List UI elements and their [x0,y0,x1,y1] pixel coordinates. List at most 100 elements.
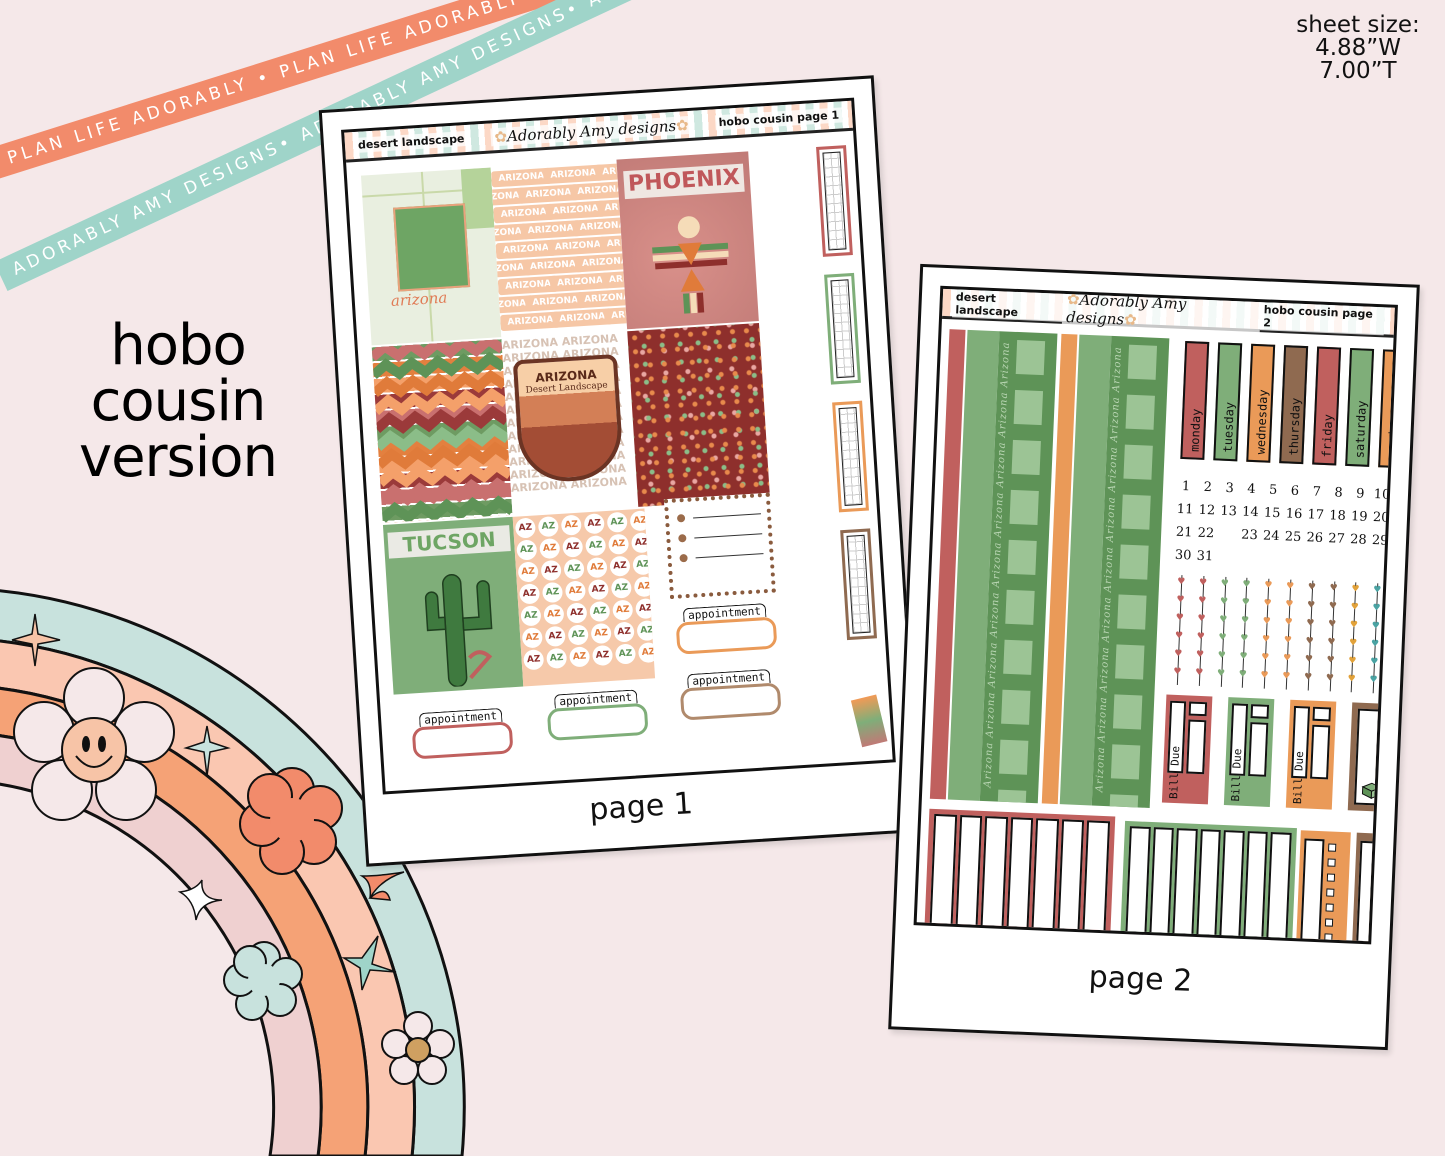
az-badge: AZ [630,532,653,554]
weekday-label: Su [1268,942,1285,945]
arizona-shield-badge: ARIZONA Desert Landscape [512,353,625,485]
date-number: 25 [1284,529,1302,546]
smiley-flower-icon [13,667,175,821]
heart-flag-column: ♥♥♥♥♥♥ [1173,575,1194,686]
day-tab-friday: friday [1312,346,1342,466]
heart-icon: ♥ [1173,648,1183,660]
appointment-box [546,702,649,742]
weekly-box: W [980,816,1008,939]
az-badge: AZ [523,649,545,671]
heart-icon: ♥ [1348,638,1358,649]
flower-icon: ✿ [675,115,690,135]
tucson-title: TUCSON [387,525,511,559]
bill-due-sticker: Bill Due [1285,699,1337,810]
date-number: 23 [1240,527,1259,544]
weekday-label: F [1033,931,1042,937]
appointment-box [411,721,514,760]
weekday-label: W [1174,941,1183,945]
date-number: 15 [1263,505,1281,522]
heart-icon: ♥ [1197,595,1207,607]
star-icon [341,935,397,991]
heart-icon: ♥ [1306,618,1315,629]
heart-icon: ♥ [1351,584,1360,595]
heart-icon: ♥ [1241,597,1251,608]
checkbox-icon [1382,875,1392,885]
checklist-row [679,549,764,563]
weekday-label: Tu [956,924,966,934]
checklist-note-box [1300,838,1325,942]
heart-icon: ♥ [1349,620,1359,631]
heart-icon: ♥ [1238,669,1248,680]
heart-icon: ♥ [1198,577,1208,589]
date-number: 6 [1290,483,1300,499]
az-badge: AZ [635,598,656,620]
date-number: 5 [1268,482,1278,499]
weekly-box: Th [1005,817,1034,940]
az-badge: AZ [637,641,656,664]
az-badge: AZ [583,513,605,535]
heart-icon: ♥ [1220,578,1230,590]
grand-canyon-banner: ARIZONA [576,288,628,309]
date-number: 8 [1334,485,1343,501]
teal-flower-icon [223,941,303,1021]
heart-flags: ♥♥♥♥♥♥♥♥♥♥♥♥♥♥♥♥♥♥♥♥♥♥♥♥♥♥♥♥♥♥♥♥♥♥♥♥♥♥♥♥… [1167,575,1390,694]
appointment-box [675,616,778,655]
package-sticker [1347,702,1398,813]
date-number: 22 [1197,525,1215,542]
az-badge: AZ [541,581,564,604]
heart-flag-column: ♥♥♥♥♥♥ [1238,577,1259,689]
sticker-phoenix: PHOENIX [616,151,759,330]
heart-icon: ♥ [1176,594,1185,606]
az-badge: AZ [546,647,568,669]
weekday-label: Th [1007,926,1017,936]
heart-icon: ♥ [1176,576,1186,588]
bill-due-label: Bill Due [1290,750,1307,805]
appointment-sticker: appointment [542,689,653,750]
az-badge: AZ [563,558,585,580]
checklist-sticker-orange [1295,830,1351,945]
heart-icon: ♥ [1282,653,1292,664]
az-badge: AZ [518,583,541,605]
az-badge: AZ [562,536,584,558]
checkbox-icon [1381,905,1390,915]
sheet-label: hobo cousin page 2 [1259,301,1385,335]
version-title: hobo cousin version [58,318,298,486]
az-badge: AZ [636,620,656,642]
brand-logo: ✿Adorably Amy designs✿ [1061,289,1262,334]
date-number: 31 [1196,548,1214,565]
az-badge: AZ [587,578,610,601]
az-badge: AZ [566,602,588,624]
flower-icon: ✿ [1066,289,1080,309]
sticker-sheet-page-1: desert landscape ✿Adorably Amy designs✿ … [341,97,896,795]
bill-box [1312,706,1332,722]
heart-icon: ♥ [1307,582,1317,593]
heart-icon: ♥ [1329,583,1338,594]
bill-box [1250,704,1270,719]
az-badge: AZ [564,580,587,602]
heart-icon: ♥ [1327,637,1336,648]
az-badge: AZ [590,622,612,645]
day-label: friday [1319,413,1336,458]
sheet-label: hobo cousin page 1 [715,107,843,131]
heart-icon: ♥ [1371,621,1380,632]
checkbox-icon [1326,888,1335,897]
bill-box [1188,701,1208,717]
coral-flower-icon [239,767,343,875]
weekday-label: M [1126,939,1136,945]
heart-icon: ♥ [1242,579,1251,590]
version-title-line: cousin [90,369,267,434]
date-number: 20 [1372,510,1390,526]
weekday-label: Sa [1059,928,1068,938]
heart-icon: ♥ [1197,613,1206,625]
day-label: monday [1187,407,1204,452]
weekly-box: F [1219,830,1245,945]
az-badge: AZ [516,539,538,561]
heart-icon: ♥ [1285,581,1295,592]
heart-icon: ♥ [1218,632,1227,644]
weekly-box: F [1031,818,1060,942]
heart-flag-column: ♥♥♥♥♥♥ [1369,583,1390,694]
heart-icon: ♥ [1219,596,1229,608]
